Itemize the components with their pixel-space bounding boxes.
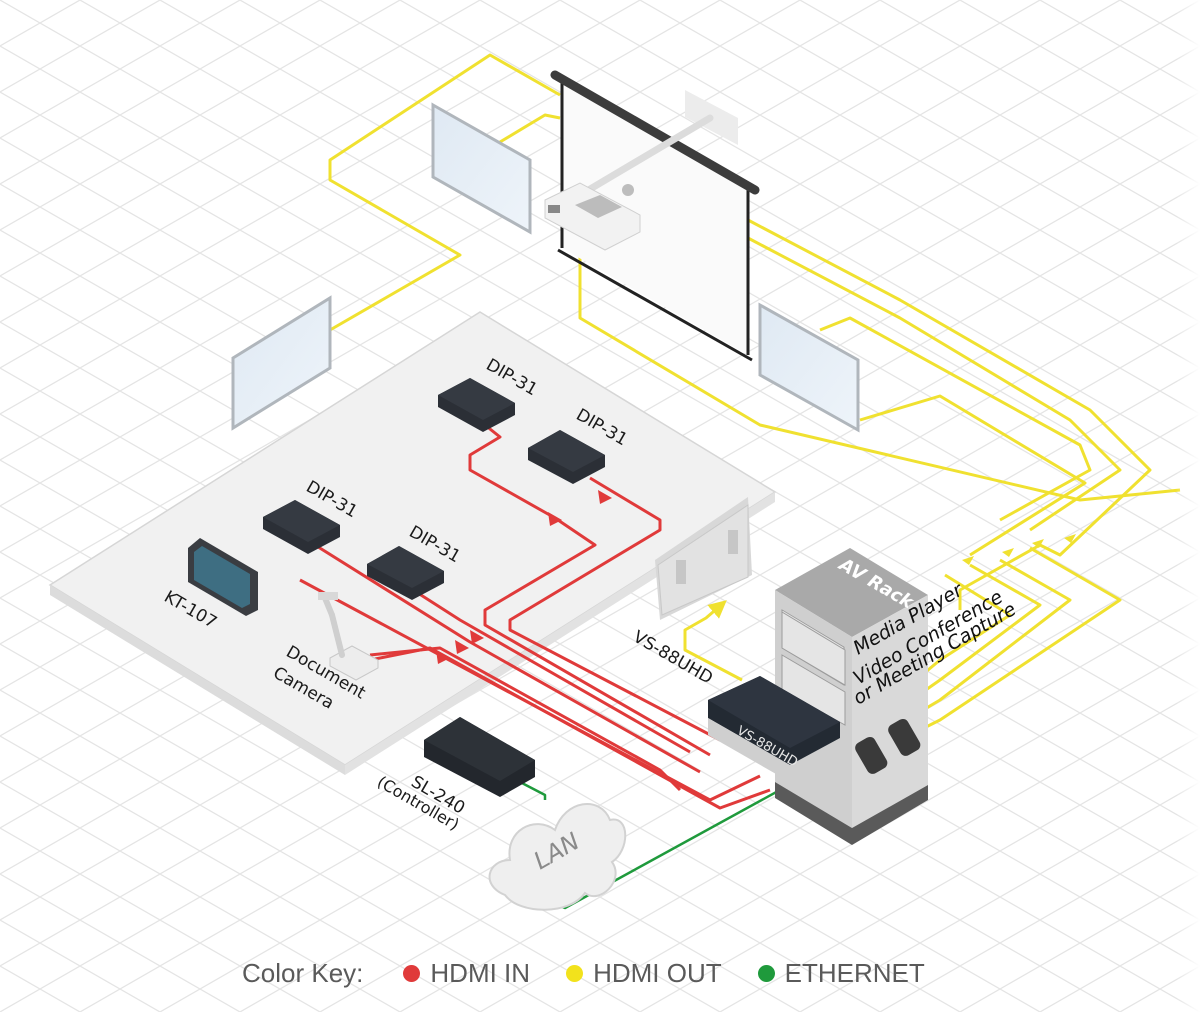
wall-plate-display — [655, 497, 752, 620]
projection-screen — [550, 70, 760, 362]
display-upper — [431, 102, 532, 235]
legend-item-hdmi-out: HDMI OUT — [566, 958, 722, 989]
display-left — [231, 295, 332, 431]
legend-label: ETHERNET — [784, 958, 925, 988]
legend-label: HDMI IN — [430, 958, 531, 988]
right-fade — [1040, 0, 1200, 1012]
red-dot-icon — [403, 965, 421, 982]
hdmi-in-cables — [299, 423, 771, 810]
vs88uhd-switcher[interactable] — [708, 676, 840, 782]
yellow-dot-icon — [566, 965, 584, 982]
lan-cloud — [488, 803, 627, 911]
kt107-touch-panel[interactable] — [188, 538, 258, 616]
legend-item-ethernet: ETHERNET — [757, 958, 925, 989]
color-key-legend: Color Key: HDMI IN HDMI OUT ETHERNET — [242, 958, 961, 989]
sl240-controller[interactable] — [424, 717, 535, 797]
green-dot-icon — [757, 965, 775, 982]
display-right — [758, 302, 860, 433]
dip31-device-a[interactable] — [438, 378, 515, 432]
projector — [544, 90, 738, 251]
dip31-device-d[interactable] — [367, 546, 444, 600]
legend-label: HDMI OUT — [593, 958, 722, 988]
dip31-device-b[interactable] — [528, 430, 605, 484]
document-camera[interactable] — [318, 592, 379, 681]
legend-item-hdmi-in: HDMI IN — [403, 958, 530, 989]
dip31-device-c[interactable] — [263, 500, 340, 554]
legend-title: Color Key: — [242, 958, 364, 988]
